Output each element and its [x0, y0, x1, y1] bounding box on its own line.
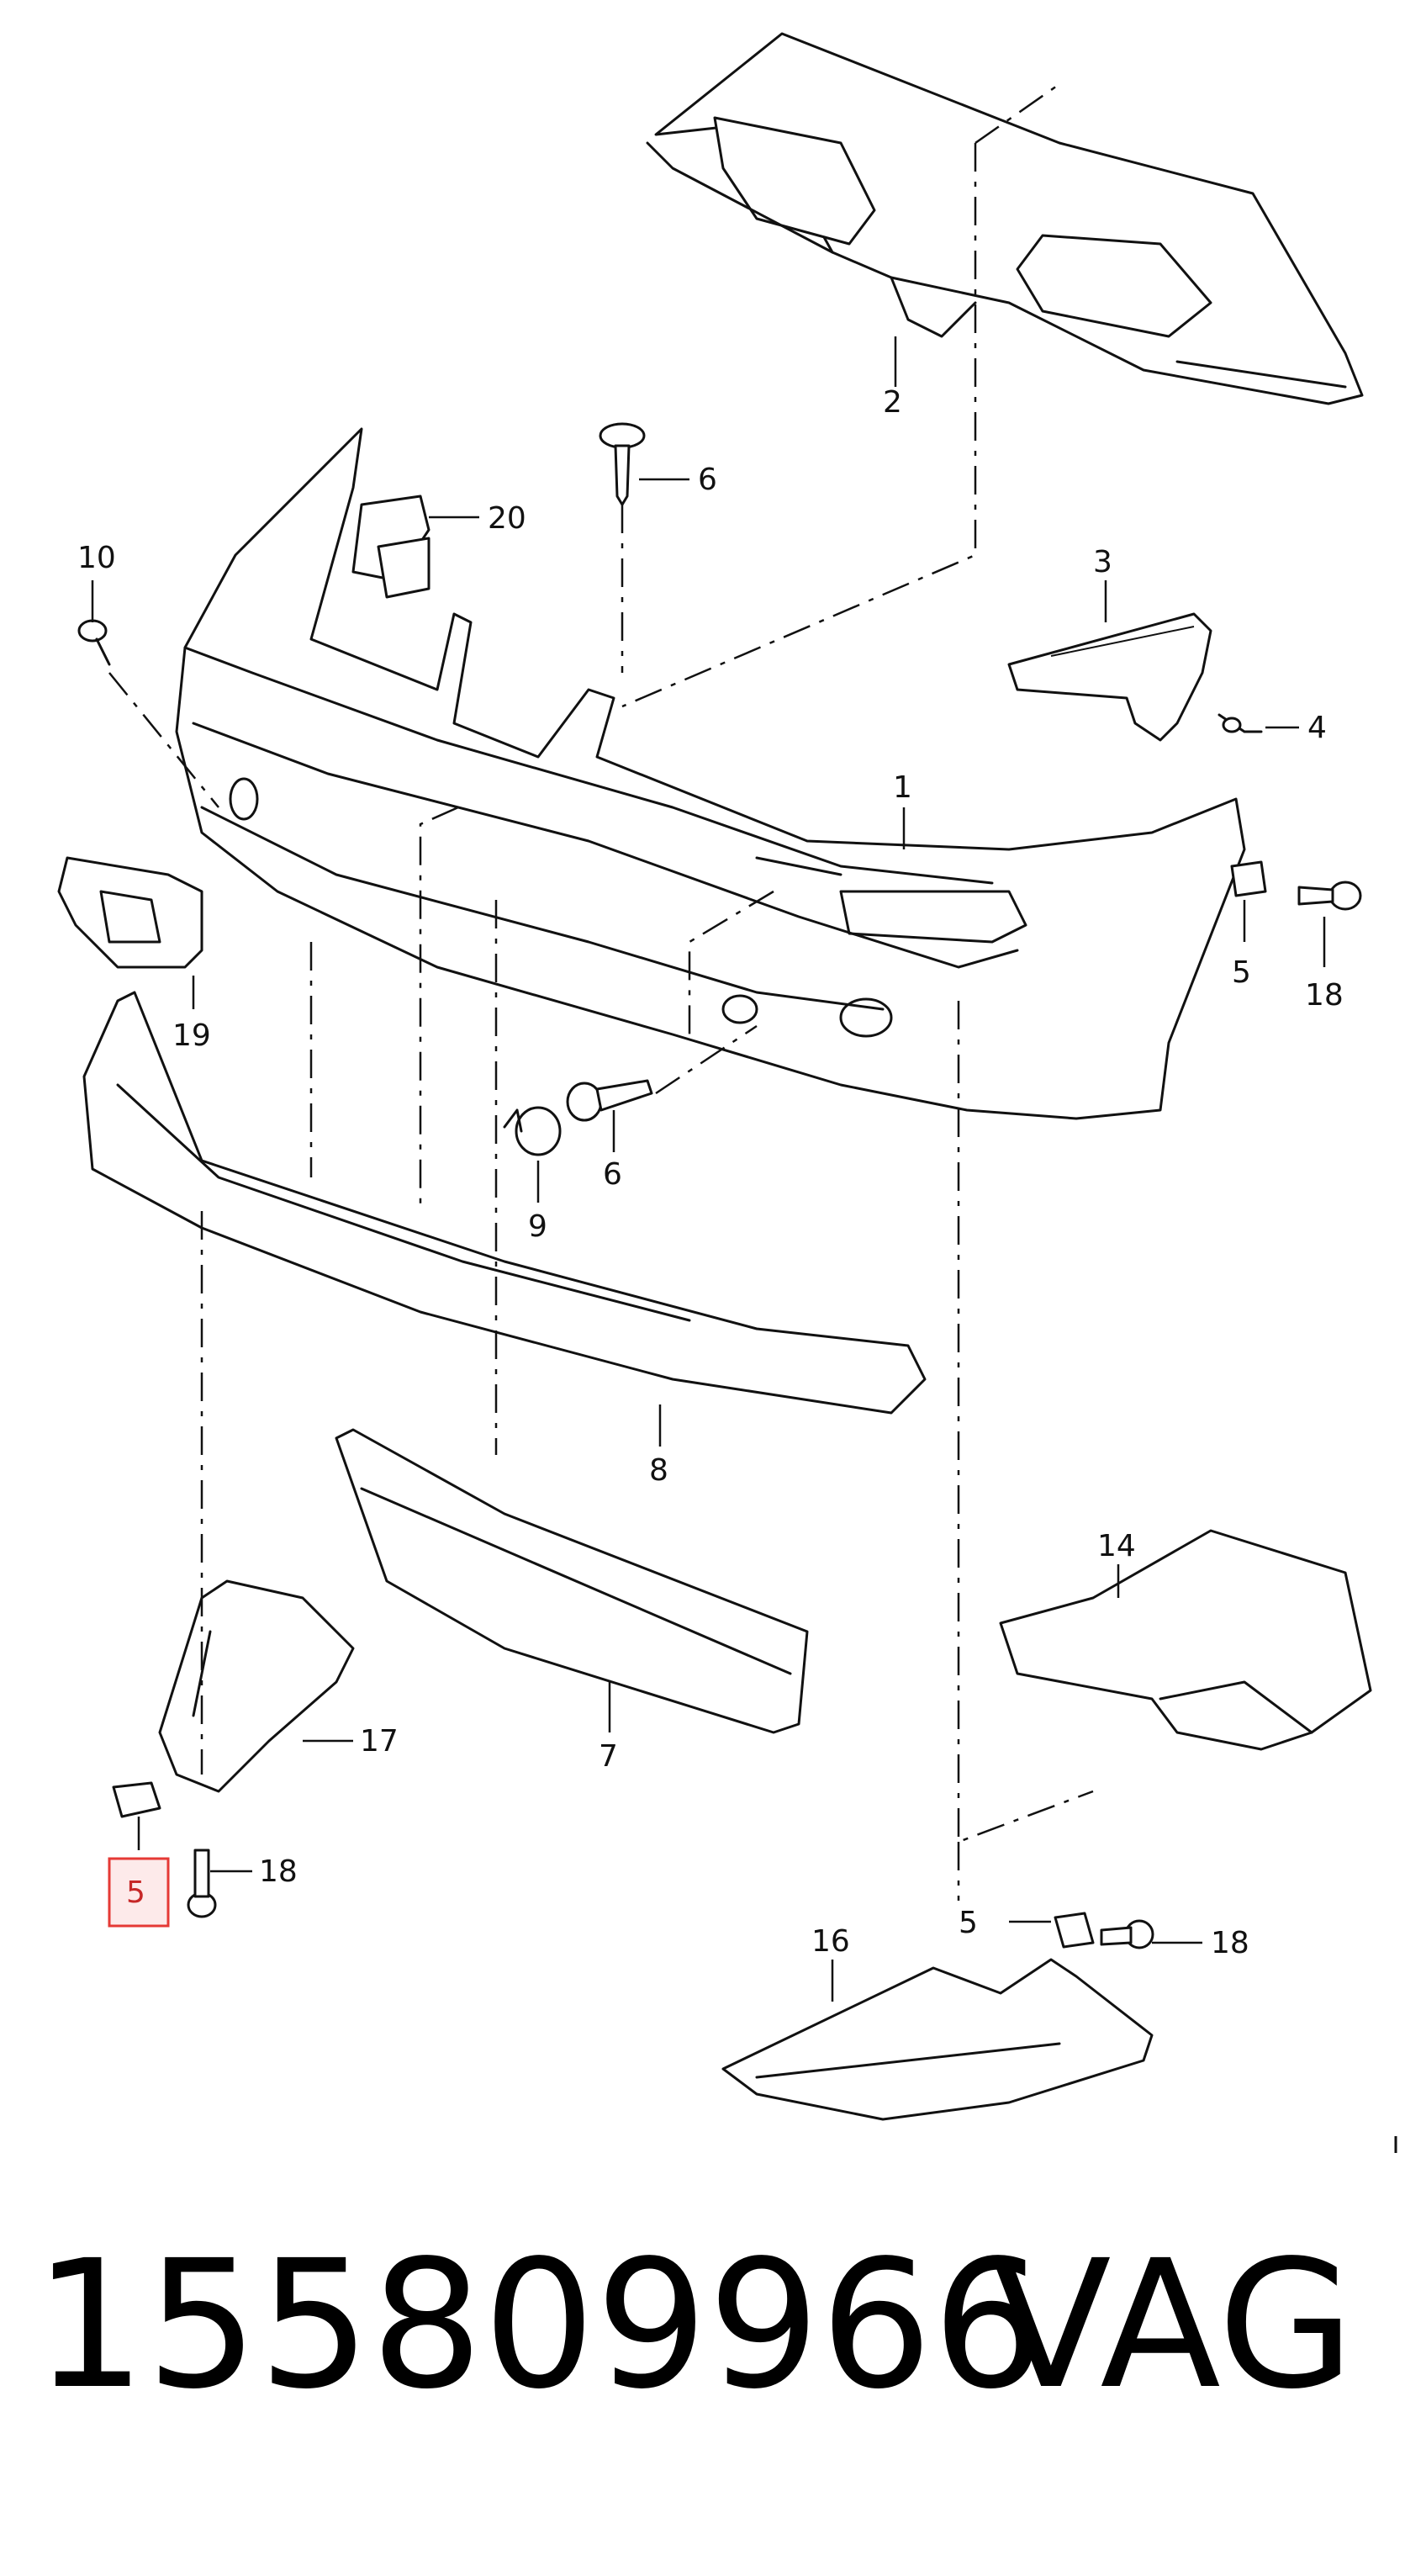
callout-5-highlighted: 5	[126, 1875, 145, 1910]
callout-18-bottom: 18	[1211, 1926, 1249, 1960]
callout-19: 19	[172, 1018, 211, 1053]
assembly-lines	[108, 82, 1094, 1901]
bumper-cover-part-1	[175, 427, 1246, 1120]
nut-part-5-right	[1230, 860, 1267, 897]
callout-9: 9	[528, 1209, 547, 1244]
nut-part-5-left	[112, 1781, 161, 1818]
screw-part-6-lower	[566, 1079, 653, 1122]
part-number: 155809966	[34, 2222, 1045, 2428]
callout-2: 2	[883, 385, 902, 420]
screw-part-10	[77, 619, 111, 666]
clip-part-4	[1217, 713, 1263, 733]
bracket-part-19	[57, 856, 203, 969]
bolt-part-18-right	[1297, 881, 1362, 911]
callout-18-left: 18	[259, 1854, 298, 1889]
cap-part-9	[503, 1106, 562, 1156]
callout-16: 16	[811, 1924, 850, 1959]
foam-pad-part-20	[351, 495, 430, 599]
exploded-parts-diagram: 2 6 20 10 3 4 1 5 18 19 6 9 8 14 17 7 18…	[57, 32, 1397, 2153]
callout-7: 7	[599, 1739, 618, 1774]
callout-5-bottom: 5	[959, 1906, 978, 1940]
air-duct-part-14	[999, 1529, 1372, 1751]
callout-20: 20	[488, 501, 526, 536]
callout-4: 4	[1307, 711, 1327, 745]
callout-8: 8	[649, 1453, 668, 1488]
spoiler-part-8	[82, 991, 927, 1415]
corner-trim-part-16	[721, 1958, 1154, 2121]
bracket-part-3	[1007, 612, 1212, 742]
lower-grille-part-7	[335, 1428, 809, 1734]
callout-6-lower: 6	[603, 1157, 622, 1192]
callout-10: 10	[77, 541, 116, 575]
callout-6-upper: 6	[698, 463, 717, 497]
callout-5-right: 5	[1232, 955, 1251, 990]
callout-1: 1	[893, 770, 912, 805]
leader-lines	[91, 336, 1326, 2002]
callout-3: 3	[1093, 545, 1112, 579]
upper-grille-part-2	[646, 32, 1364, 405]
nut-part-5-bottom	[1054, 1912, 1095, 1949]
callout-17: 17	[360, 1724, 399, 1759]
screw-part-6-upper	[599, 422, 646, 506]
bolt-part-18-bottom	[1100, 1919, 1154, 1949]
corner-trim-part-17	[158, 1579, 355, 1793]
brand-label: VAG	[990, 2222, 1355, 2428]
callout-labels: 2 6 20 10 3 4 1 5 18 19 6 9 8 14 17 7 18…	[77, 385, 1344, 1960]
callout-14: 14	[1097, 1529, 1136, 1563]
highlight-box	[108, 1857, 170, 1928]
callout-18-right: 18	[1305, 978, 1344, 1013]
bolt-part-18-left	[187, 1849, 217, 1918]
